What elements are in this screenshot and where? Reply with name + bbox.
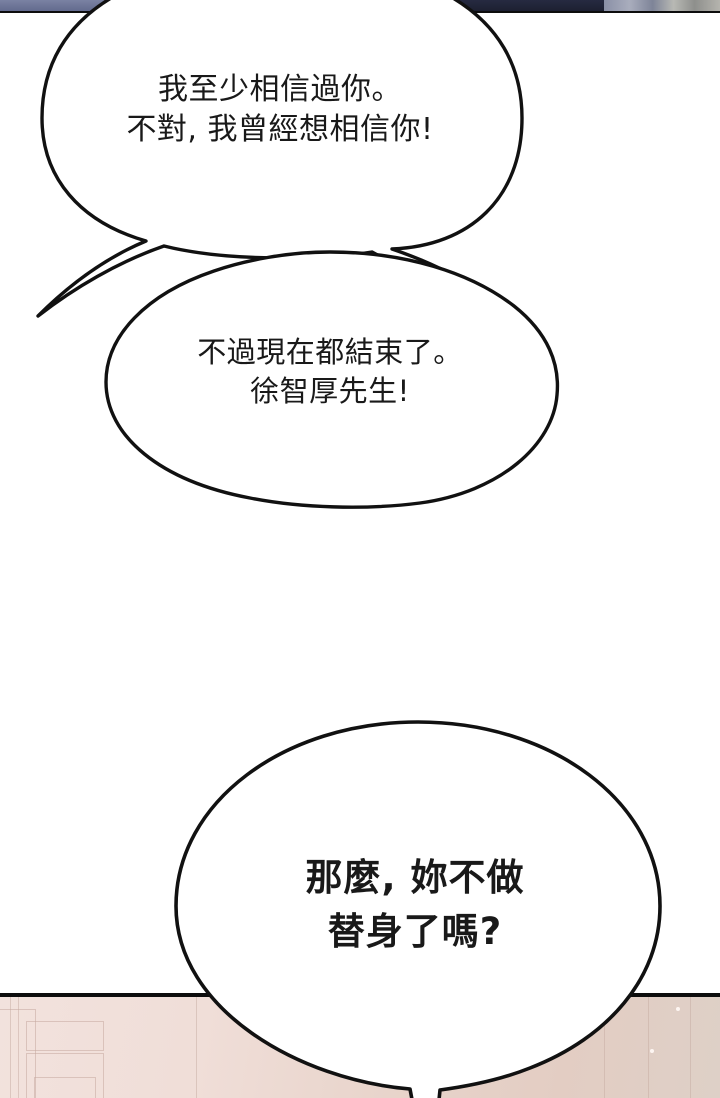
wall-highlight-dot bbox=[650, 1049, 654, 1053]
top-panel-strip bbox=[0, 0, 720, 13]
speech-bubble-1-text: 我至少相信過你。 不對, 我曾經想相信你! bbox=[126, 72, 434, 147]
wall-seam-line bbox=[604, 997, 605, 1098]
wall-highlight-dot bbox=[676, 1007, 680, 1011]
wall-seam-line bbox=[690, 997, 691, 1098]
speech-bubble-3-text: 那麼, 妳不做 替身了嗎? bbox=[305, 856, 525, 953]
wall-seam-line bbox=[648, 997, 649, 1098]
top-segment-window-light bbox=[604, 0, 720, 13]
wall-molding-frame bbox=[26, 1053, 104, 1098]
wall-seam-line bbox=[18, 997, 19, 1098]
speech-bubble-1-outline bbox=[36, 0, 524, 318]
wall-molding-frame bbox=[26, 1021, 104, 1051]
bottom-panel-border bbox=[0, 993, 720, 997]
top-panel-border bbox=[0, 11, 720, 13]
speech-bubble-2-text: 不過現在都結束了。 徐智厚先生! bbox=[197, 335, 463, 408]
wall-molding-frame bbox=[34, 1077, 96, 1098]
wall-seam-line bbox=[196, 997, 197, 1098]
wall-seam-line bbox=[412, 997, 413, 1098]
bottom-panel-wall bbox=[0, 993, 720, 1098]
wall-seam-line bbox=[10, 997, 11, 1098]
